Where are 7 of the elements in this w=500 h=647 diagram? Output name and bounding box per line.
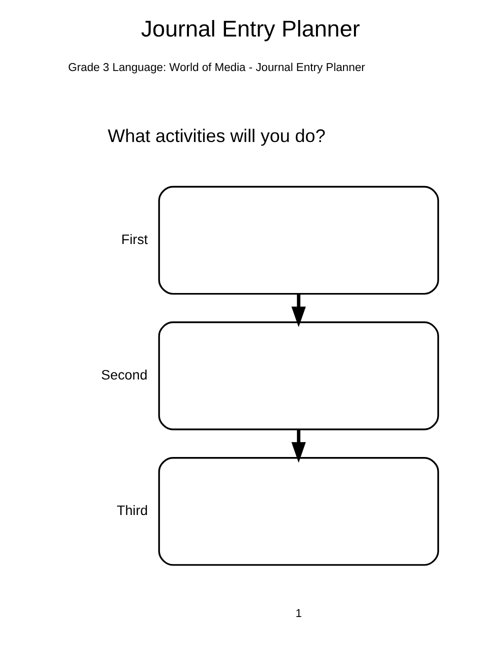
node-label: Second <box>100 366 147 382</box>
diagram-title: Journal Entry Planner <box>140 14 360 41</box>
label: 1 <box>294 607 302 620</box>
label: Grade 3 Language: World of Media - Journal Entry Planner <box>68 62 365 74</box>
node-label: Third <box>116 502 148 518</box>
node-label: First <box>120 231 148 246</box>
label: What activities will you do? <box>107 126 325 146</box>
